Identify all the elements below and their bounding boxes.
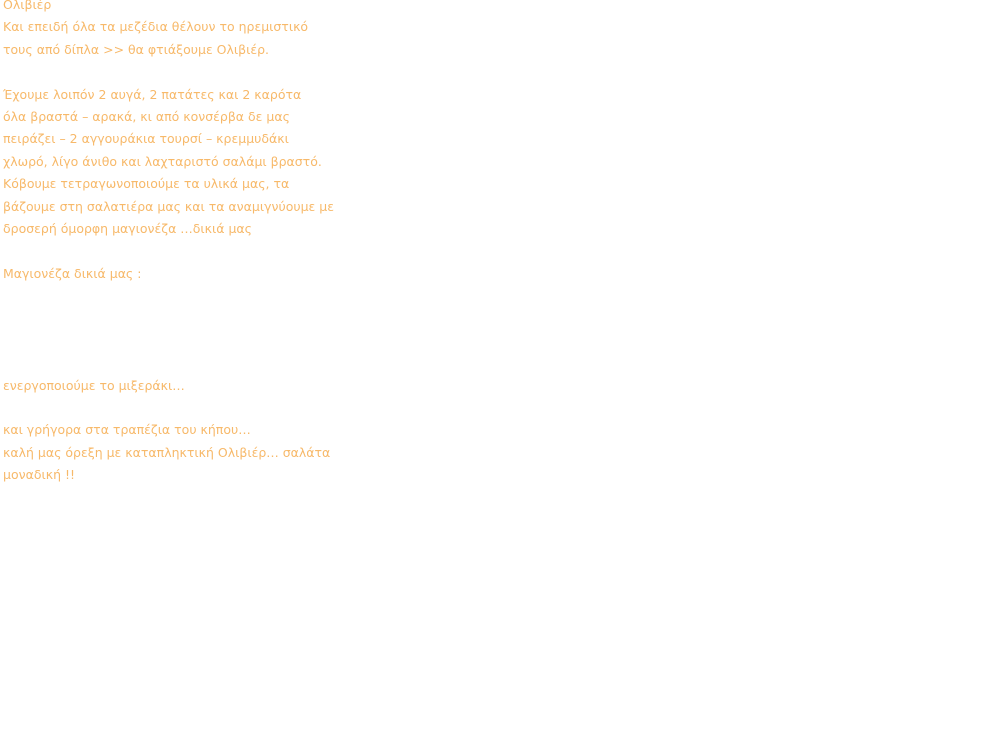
ingredients-line-5: Κόβουμε τετραγωνοποιούμε τα υλικά μας, τ… <box>3 176 290 192</box>
paragraph-spacer <box>3 240 363 262</box>
closing-line-1: και γρήγορα στα τραπέζια του κήπου… <box>3 422 251 438</box>
mayo-heading: Μαγιονέζα δικιά μας : <box>3 265 142 281</box>
ingredients-line-1: Έχουμε λοιπόν 2 αυγά, 2 πατάτες και 2 κα… <box>3 86 302 102</box>
ingredients-line-3: πειράζει – 2 αγγουράκια τουρσί – κρεμμυδ… <box>3 131 289 147</box>
paragraph-spacer <box>3 397 363 419</box>
ingredients-line-2: όλα βραστά – αρακά, κι από κονσέρβα δε μ… <box>3 108 290 124</box>
ingredients-line-4: χλωρό, λίγο άνιθο και λαχταριστό σαλάμι … <box>3 153 322 169</box>
ingredients-line-6: βάζουμε στη σαλατιέρα μας και τα αναμιγν… <box>3 198 334 214</box>
closing-line-2: καλή μας όρεξη με καταπληκτική Ολιβιέρ… … <box>3 444 331 460</box>
post-title: Ολιβιέρ <box>3 0 52 12</box>
mixer-line: ενεργοποιούμε το μιξεράκι… <box>3 377 185 393</box>
paragraph-spacer <box>3 61 363 83</box>
ingredients-line-7: δροσερή όμορφη μαγιονέζα …δικιά μας <box>3 220 252 236</box>
intro-line-1: Και επειδή όλα τα μεζέδια θέλουν το ηρεμ… <box>3 19 309 35</box>
empty-image-area <box>3 285 363 375</box>
recipe-post: Ολιβιέρ Και επειδή όλα τα μεζέδια θέλουν… <box>3 0 363 487</box>
closing-line-3: μοναδική !! <box>3 467 75 483</box>
intro-line-2: τους από δίπλα >> θα φτιάξουμε Ολιβιέρ. <box>3 41 270 57</box>
